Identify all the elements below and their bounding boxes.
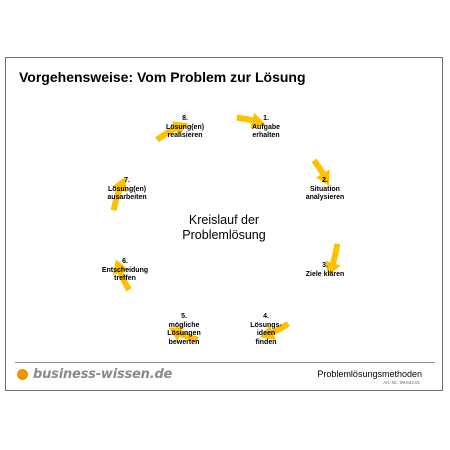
cycle-arrow-8 xyxy=(155,125,177,143)
step-4: 4. Lösungs- ideen finden xyxy=(250,313,282,347)
cycle-arrowhead-4 xyxy=(259,325,277,340)
step-7-number: 7. xyxy=(124,177,130,184)
article-number: Art.-Nr.: 99.633.01 xyxy=(383,380,420,385)
step-6-line-2: treffen xyxy=(114,275,136,282)
cycle-arrowhead-8 xyxy=(172,121,189,136)
step-5-line-2: Lösungen xyxy=(167,330,201,337)
step-6-line-1: Entscheidung xyxy=(101,266,149,274)
cycle-arrow-2 xyxy=(311,158,326,176)
step-2: 2. Situation analysieren xyxy=(306,177,345,203)
footer-divider xyxy=(15,362,435,363)
step-6-number: 6. xyxy=(122,258,128,265)
cycle-arrowhead-1 xyxy=(250,112,266,129)
logo-text: business-wissen.de xyxy=(33,367,173,382)
step-1: 1. Aufgabe erhalten xyxy=(252,115,280,141)
step-5-line-3: bewerten xyxy=(168,338,200,346)
step-3: 3. Ziele klären xyxy=(306,262,345,279)
step-5-line-1: mögliche xyxy=(168,321,200,329)
cycle-arrowhead-6 xyxy=(112,259,128,276)
cycle-arrow-3 xyxy=(330,243,341,264)
step-3-number: 3. xyxy=(322,262,328,269)
step-7-line-2: ausarbeiten xyxy=(107,194,147,201)
step-7-line-1: Lösung(en) xyxy=(107,185,147,193)
step-5-number: 5. xyxy=(181,313,187,320)
cycle-center-label: Kreislauf der Problemlösung xyxy=(150,213,298,243)
step-2-line-2: analysieren xyxy=(305,194,345,201)
cycle-arrowhead-5 xyxy=(168,326,184,342)
step-2-line-1: Situation xyxy=(310,185,340,193)
step-6: 6. Entscheidung treffen xyxy=(102,258,148,284)
step-8-line-1: Lösung(en) xyxy=(165,123,205,131)
logo-dot-icon xyxy=(17,369,28,380)
step-3-line-1: Ziele klären xyxy=(305,270,345,278)
cycle-arrow-7 xyxy=(110,188,123,211)
center-label-line-1: Kreislauf der xyxy=(188,213,260,227)
cycle-arrow-6 xyxy=(117,271,132,292)
step-1-line-2: erhalten xyxy=(252,132,280,139)
step-4-line-2: ideen xyxy=(256,330,276,337)
step-4-line-3: finden xyxy=(255,338,277,346)
step-7: 7. Lösung(en) ausarbeiten xyxy=(107,177,146,203)
page-title: Vorgehensweise: Vom Problem zur Lösung xyxy=(19,69,306,85)
step-1-line-1: Aufgabe xyxy=(252,123,280,131)
slide-frame xyxy=(5,57,443,391)
cycle-arrowhead-3 xyxy=(325,260,341,276)
step-1-number: 1. xyxy=(263,115,269,122)
brand-logo: business-wissen.de xyxy=(17,367,172,382)
cycle-arrowhead-2 xyxy=(315,169,330,186)
step-2-number: 2. xyxy=(322,177,328,184)
cycle-arrowhead-7 xyxy=(112,176,127,193)
step-8-number: 8. xyxy=(182,115,188,122)
step-4-line-1: Lösungs- xyxy=(250,321,282,329)
step-8: 8. Lösung(en) realisieren xyxy=(166,115,204,141)
cycle-arrow-4 xyxy=(271,321,290,336)
product-name: Problemlösungsmethoden xyxy=(317,369,422,379)
center-label-line-2: Problemlösung xyxy=(182,228,266,242)
cycle-arrow-1 xyxy=(236,114,254,124)
step-5: 5. mögliche Lösungen bewerten xyxy=(167,313,200,347)
step-4-number: 4. xyxy=(263,313,269,320)
step-8-line-2: realisieren xyxy=(167,132,203,139)
